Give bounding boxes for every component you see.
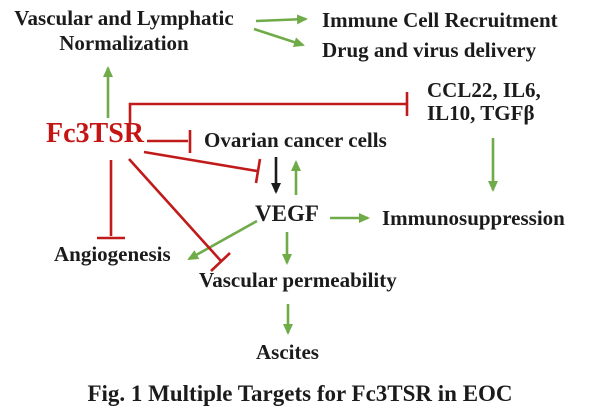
node-label: CCL22, IL6,: [427, 78, 541, 102]
inhibitor-fc3tsr-to-cytokines: [128, 92, 409, 124]
node-label: Vascular and Lymphatic: [14, 6, 234, 30]
node-label: Normalization: [59, 31, 189, 55]
inhibitor-fc3tsr-to-cancer-cells: [147, 130, 192, 153]
inhibitor-fc3tsr-to-vascular-permeability: [128, 158, 231, 272]
inhibitor-fc3tsr-to-vegf: [143, 150, 262, 184]
arrow-vegf-to-angiogenesis: [187, 219, 258, 261]
arrow-normalization-to-immune-recruitment: [255, 14, 308, 25]
node-drug-virus-delivery: Drug and virus delivery: [322, 38, 537, 62]
node-ascites: Ascites: [256, 340, 319, 364]
node-vascular-permeability: Vascular permeability: [199, 268, 397, 292]
node-immunosuppression: Immunosuppression: [382, 206, 565, 230]
node-label: IL10, TGFβ: [427, 101, 535, 125]
figure-caption: Fig. 1 Multiple Targets for Fc3TSR in EO…: [87, 381, 513, 406]
inhibitor-fc3tsr-to-angiogenesis: [97, 160, 125, 240]
node-vegf: VEGF: [255, 201, 319, 226]
node-vascular-lymphatic-normalization: Vascular and Lymphatic Normalization: [8, 6, 240, 56]
node-immune-cell-recruitment: Immune Cell Recruitment: [322, 8, 558, 32]
node-fc3tsr: Fc3TSR: [46, 118, 144, 149]
node-ovarian-cancer-cells: Ovarian cancer cells: [204, 128, 387, 152]
node-angiogenesis: Angiogenesis: [54, 242, 171, 266]
node-cytokines: CCL22, IL6, IL10, TGFβ: [427, 79, 541, 125]
arrow-normalization-to-drug-delivery: [253, 27, 305, 47]
